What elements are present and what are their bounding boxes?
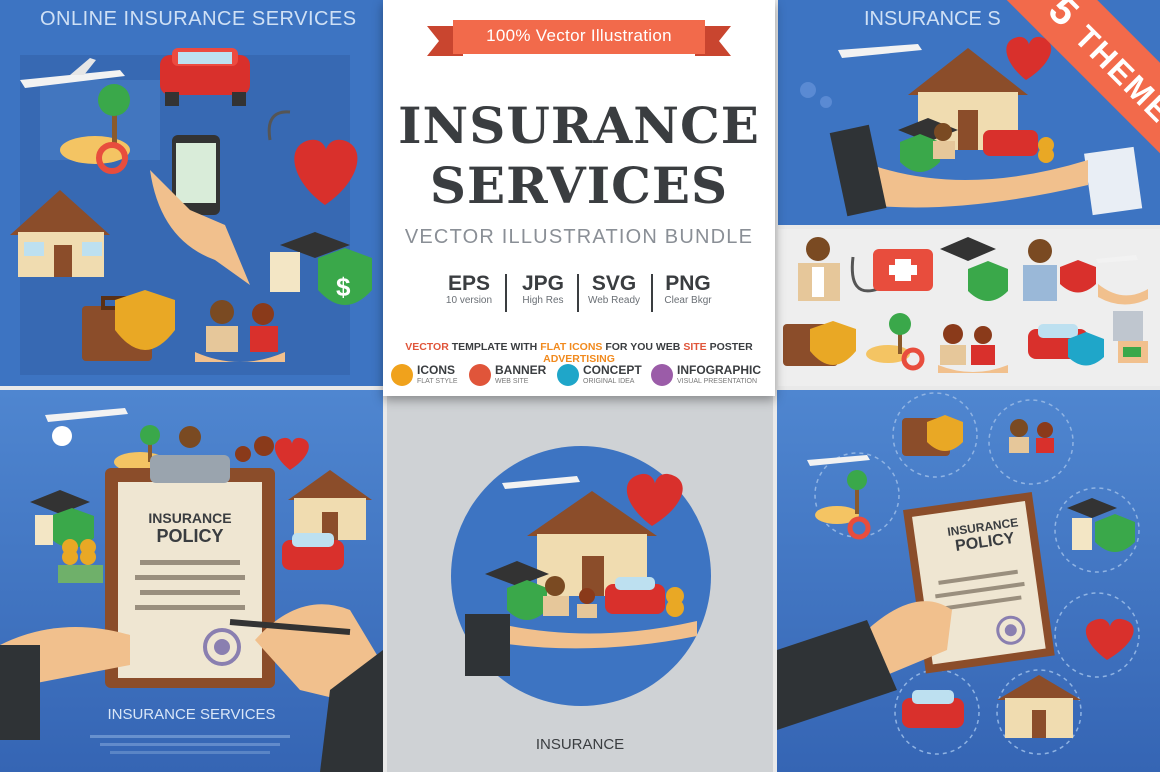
svg-text:$: $ xyxy=(336,272,351,302)
title-card: 100% Vector Illustration INSURANCE SERVI… xyxy=(383,0,775,396)
format-desc: 10 version xyxy=(445,295,493,306)
policy-line1: INSURANCE xyxy=(148,510,232,526)
panel-title: ONLINE INSURANCE SERVICES xyxy=(40,8,357,30)
tagline-word: FLAT ICONS xyxy=(540,341,603,353)
panel-title: INSURANCE S xyxy=(864,8,1001,30)
policy-line2: POLICY xyxy=(156,526,224,546)
panel-insurance-concept: INSURANCE POLICY xyxy=(777,390,1160,772)
format-name: EPS xyxy=(447,272,491,295)
themes-word: THEMES xyxy=(1067,18,1160,147)
ribbon-banner xyxy=(427,20,731,56)
rocket-icon xyxy=(651,364,673,386)
feature-label: BANNER xyxy=(495,363,547,377)
tagline-word: FOR YOU WEB xyxy=(605,341,681,353)
divider xyxy=(505,274,507,312)
panel-icons-strip xyxy=(778,229,1160,386)
tagline-word: ADVERTISING xyxy=(543,353,615,365)
format-desc: Clear Bkgr xyxy=(664,295,712,306)
panel-title: INSURANCE xyxy=(535,736,625,753)
feature-sub: WEB SITE xyxy=(495,378,529,385)
themes-corner-badge: 5 THEMES xyxy=(960,0,1160,200)
policy-heading: INSURANCE POLICY xyxy=(118,510,262,547)
feature-label: CONCEPT xyxy=(583,363,642,377)
format-name: PNG xyxy=(665,272,711,295)
car-icon xyxy=(160,48,250,106)
title-line2: SERVICES xyxy=(429,156,729,215)
title-line1: INSURANCE xyxy=(398,96,760,155)
format-desc: Web Ready xyxy=(587,295,641,306)
panel-insurance-circle: INSURANCE xyxy=(387,396,773,772)
format-name: JPG xyxy=(521,272,565,295)
feature-sub: FLAT STYLE xyxy=(417,378,458,385)
format-name: SVG xyxy=(591,272,637,295)
tagline-word: TEMPLATE WITH xyxy=(451,341,538,353)
divider xyxy=(651,274,653,312)
insurance-policy-illustration xyxy=(0,408,383,772)
panel-online-insurance: $ ONLINE INSURANCE SERVICES xyxy=(0,0,383,386)
insurance-hand-illustration xyxy=(800,36,1143,217)
tagline-word: SITE xyxy=(683,341,707,353)
airplane-icon xyxy=(20,58,125,88)
feature-label: ICONS xyxy=(417,363,456,377)
panel-title: INSURANCE SERVICES xyxy=(107,706,276,723)
banner-icon xyxy=(469,364,491,386)
insurance-circle-illustration xyxy=(451,446,711,706)
subtitle: VECTOR ILLUSTRATION BUNDLE xyxy=(404,226,754,248)
feature-sub: VISUAL PRESENTATION xyxy=(677,378,757,385)
icons-strip-illustration xyxy=(783,237,1148,373)
ribbon-label: 100% Vector Illustration xyxy=(486,26,672,45)
feature-sub: ORIGINAL IDEA xyxy=(583,378,635,385)
insurance-concept-illustration xyxy=(777,392,1140,755)
thumbs-up-icon xyxy=(557,364,579,386)
tagline-word: POSTER xyxy=(709,341,753,353)
format-desc: High Res xyxy=(522,295,564,306)
bulb-icon xyxy=(391,364,413,386)
tagline-word: VECTOR xyxy=(405,341,449,353)
divider xyxy=(577,274,579,312)
feature-label: INFOGRAPHIC xyxy=(677,363,761,377)
panel-insurance-policy: INSURANCE POLICY INSURANCE SERVICES xyxy=(0,390,383,772)
tagline: VECTOR TEMPLATE WITH FLAT ICONS FOR YOU … xyxy=(383,341,775,365)
online-insurance-illustration: $ xyxy=(10,48,372,375)
themes-badge: 5 THEMES xyxy=(1005,0,1160,183)
